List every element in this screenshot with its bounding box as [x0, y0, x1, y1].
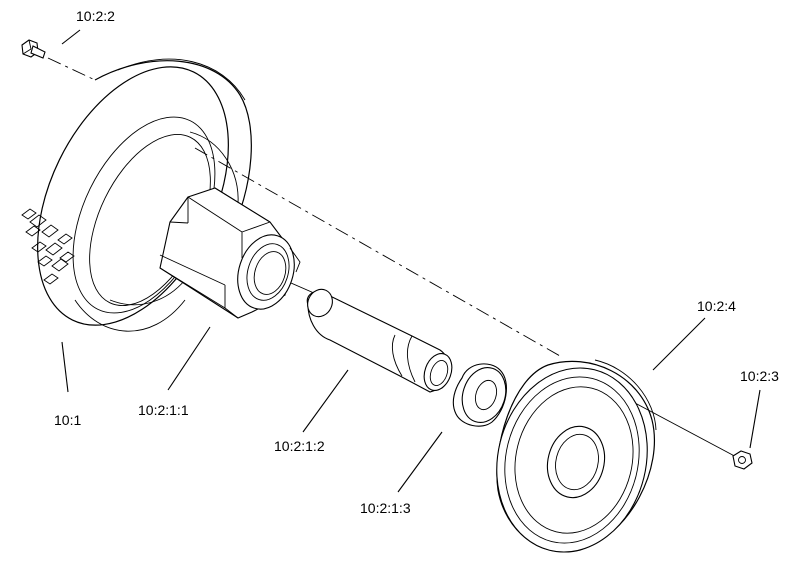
leader-hub [167, 326, 211, 391]
tread-pattern [21, 208, 75, 285]
hub-part [159, 187, 301, 319]
leader-washer [397, 431, 443, 493]
tire-tread-bottom [74, 299, 186, 332]
nut-hole [738, 456, 746, 464]
leader-tire [61, 341, 69, 393]
callout-bolt: 10:2:2 [76, 8, 115, 24]
nut-body [732, 450, 753, 470]
bolt-part [21, 39, 46, 59]
rim-center-hole [555, 433, 599, 491]
callout-nut: 10:2:3 [740, 368, 779, 384]
callout-tire: 10:1 [54, 412, 82, 428]
axle-end [307, 288, 333, 318]
tire-tread-top [94, 60, 252, 241]
leader-bolt [61, 29, 81, 45]
washer-part [452, 363, 507, 427]
rim-hub-boss [546, 425, 606, 499]
main-axis-line [194, 147, 561, 357]
bolt-axis-line [47, 57, 96, 81]
bolt-shank [30, 45, 46, 59]
rim-part [496, 359, 657, 553]
leader-nut [749, 389, 761, 449]
callout-axle: 10:2:1:2 [274, 438, 325, 454]
callout-rim: 10:2:4 [697, 298, 736, 314]
nut-part [732, 450, 753, 470]
leader-lines [61, 29, 761, 493]
callout-hub: 10:2:1:1 [138, 402, 189, 418]
leader-axle [302, 369, 349, 433]
axle-bore [429, 360, 449, 386]
nut-axis-line [619, 394, 743, 461]
washer-hole [474, 379, 498, 411]
callout-washer: 10:2:1:3 [360, 500, 411, 516]
axle-part [306, 288, 453, 393]
hub-bore [253, 251, 287, 295]
leader-rim [652, 317, 706, 371]
